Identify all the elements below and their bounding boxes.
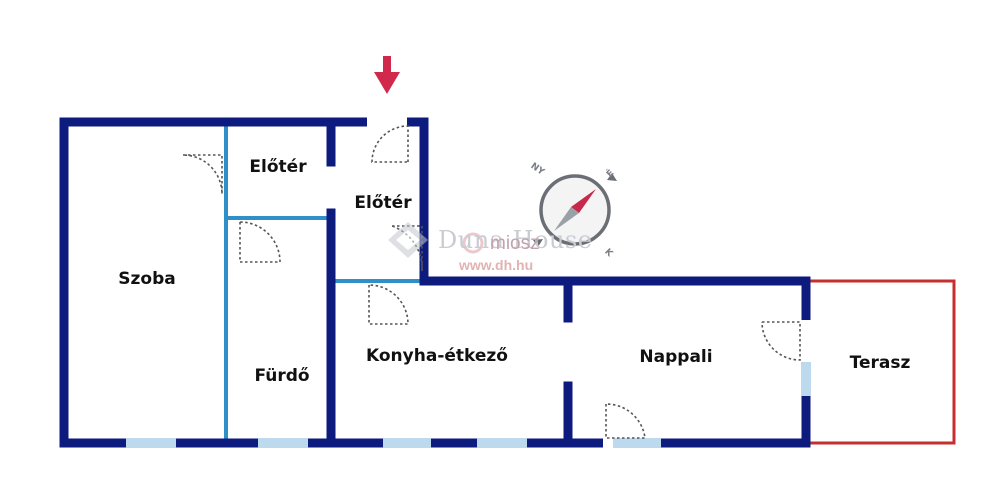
down-arrow-icon [374,56,400,94]
room-label-eloter-2: Előtér [354,193,412,213]
door-opening [603,438,613,448]
door-swing [182,154,223,195]
outer-walls [59,117,811,448]
door-opening [367,117,407,127]
door-swing [391,225,423,272]
door-swing [368,284,409,325]
inner-walls [224,125,422,443]
door-swing [371,125,409,163]
watermark-brand: Duna House [438,226,593,254]
door-swing [239,221,281,263]
watermark-logo-icon [388,222,484,258]
room-label-nappali: Nappali [639,347,713,367]
room-label-eloter-1: Előtér [249,157,307,177]
door-opening [801,320,811,362]
window [801,362,811,396]
room-label-szoba: Szoba [118,269,176,289]
door-swing [761,321,801,361]
watermark-miosz: miosz [490,233,540,254]
terrace-outline [806,279,956,445]
compass-k-label: K [602,247,615,260]
door-swings [182,125,801,439]
room-label-konyha: Konyha-étkező [366,346,508,366]
door-swing [605,403,646,439]
window [613,438,661,448]
window [126,438,176,448]
windows [126,117,811,448]
room-label-terasz: Terasz [849,353,911,373]
window [258,438,308,448]
compass-ny-label: NY [529,161,547,178]
room-label-furdo: Fürdő [254,366,310,386]
window [383,438,431,448]
window [477,438,527,448]
watermark-url: www.dh.hu [459,257,534,273]
